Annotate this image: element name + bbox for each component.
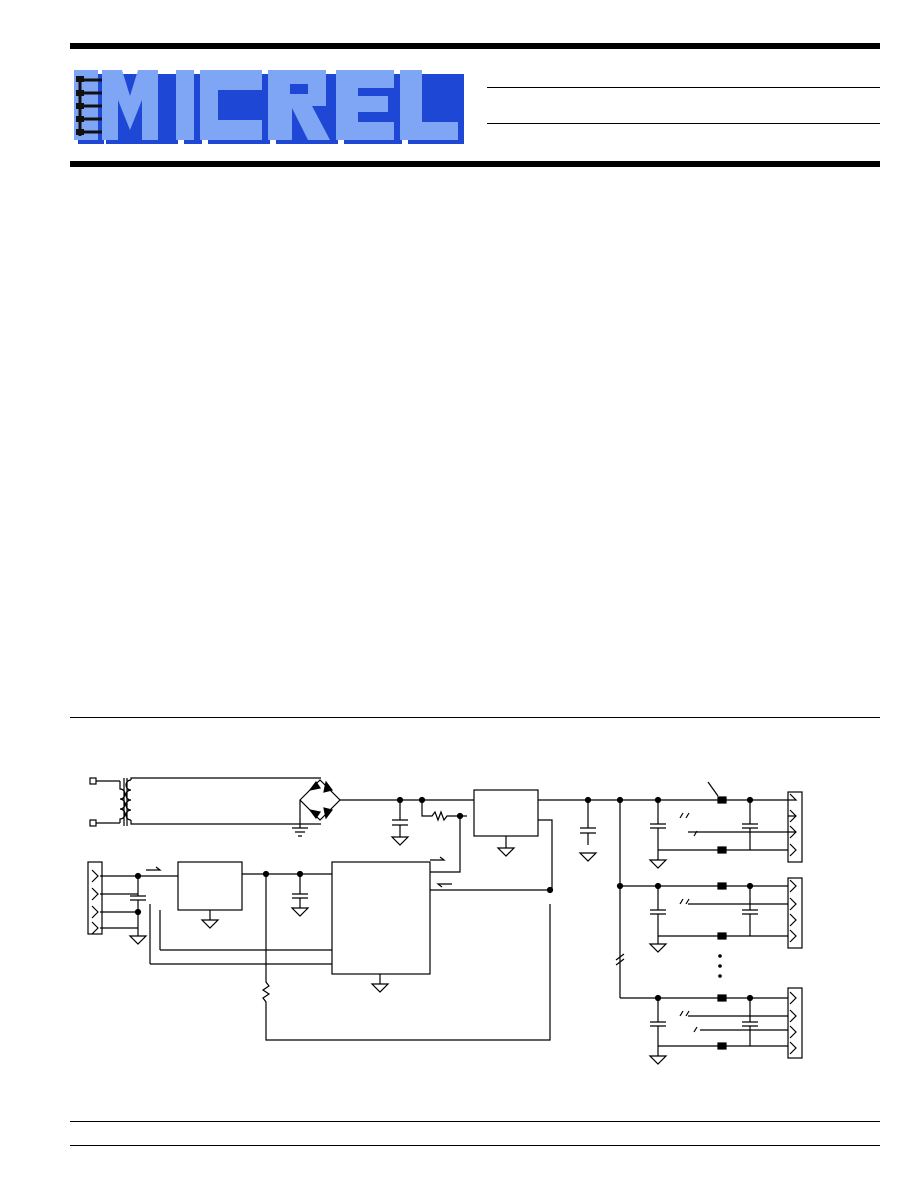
regulator-block bbox=[400, 789, 620, 890]
output-channel-1 bbox=[648, 781, 803, 869]
header-top-rule bbox=[70, 43, 880, 49]
ellipsis-dots bbox=[718, 954, 722, 978]
header-bottom-rule bbox=[70, 161, 880, 167]
transformer bbox=[89, 777, 321, 827]
footer-rule-1 bbox=[70, 1121, 880, 1122]
output-channel-n bbox=[648, 987, 803, 1065]
micrel-logo bbox=[74, 70, 464, 144]
application-schematic bbox=[87, 777, 803, 1065]
footer-rule-2 bbox=[70, 1145, 880, 1146]
header-title-line-1 bbox=[487, 87, 880, 88]
header-title-line-2 bbox=[487, 123, 880, 124]
bulk-capacitor bbox=[390, 796, 467, 846]
bridge-rectifier bbox=[292, 779, 400, 837]
signal-arrows bbox=[146, 856, 452, 888]
input-connector bbox=[87, 861, 332, 965]
aux-regulator bbox=[177, 861, 554, 1041]
output-distribution bbox=[615, 781, 803, 1065]
controller-ic bbox=[331, 816, 550, 993]
figure-top-rule bbox=[70, 717, 880, 718]
output-channel-2 bbox=[648, 877, 803, 953]
